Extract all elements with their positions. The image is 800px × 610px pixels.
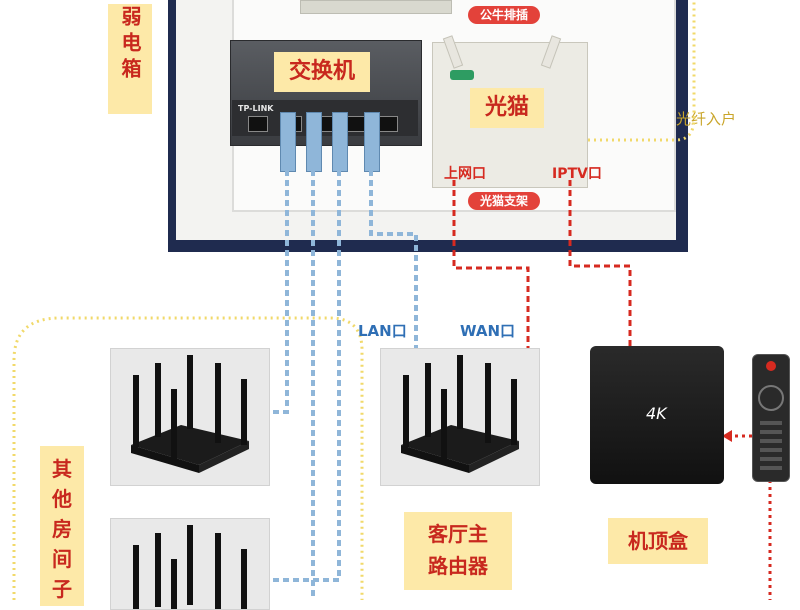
iptv-port-label: IPTV口 [552,166,602,182]
router-icon [133,525,247,609]
iptv-line [568,180,632,350]
remote-power-button [766,361,776,371]
ethernet-line-1 [268,170,289,414]
router-icon [131,355,249,473]
uplink-line [452,180,530,350]
ethernet-line-3 [268,170,341,582]
main-router-label-line-1: 客厅主 [428,522,488,546]
switch-brand: TP-LINK [238,104,274,113]
cabinet-label-text: 弱电箱 [118,6,142,84]
settop-box [590,346,724,484]
main-router-image [380,348,540,486]
settop-label: 机顶盒 [608,518,708,564]
switch-label: 交换机 [274,52,370,92]
lan-port-label: LAN口 [358,322,407,340]
remote-control [752,354,790,482]
other-rooms-char-5: 子 [52,577,72,601]
ethernet-line-4 [369,170,418,350]
settop-badge: 4K [646,404,667,423]
modem-logo [450,70,474,80]
sub-router-image-1 [110,348,270,486]
uplink-port-label: 上网口 [444,166,486,182]
remote-dpad [758,385,784,411]
main-router-label-line-2: 路由器 [428,554,488,578]
remote-keypad [760,421,782,471]
router-icon [401,355,519,473]
other-rooms-char-4: 间 [52,547,72,571]
modem-label: 光猫 [470,88,544,128]
wan-port-label: WAN口 [460,322,516,340]
other-rooms-char-2: 他 [52,487,72,511]
other-rooms-char-3: 房 [52,517,72,541]
power-strip [300,0,452,14]
other-rooms-label: 其 他 房 间 子 [40,446,84,606]
fiber-label: 光纤入户 [676,110,737,128]
remote-arrow-head [722,430,732,442]
cabinet-label: 弱电箱 [108,4,152,114]
power-strip-label: 公牛排插 [468,6,540,24]
main-router-label: 客厅主 路由器 [404,512,512,590]
switch-port-1 [248,116,268,132]
fiber-line [588,0,696,142]
sub-router-image-2 [110,518,270,610]
other-rooms-enclosure [12,316,364,600]
other-rooms-char-1: 其 [52,457,72,481]
modem-bracket-label: 光猫支架 [468,192,540,210]
